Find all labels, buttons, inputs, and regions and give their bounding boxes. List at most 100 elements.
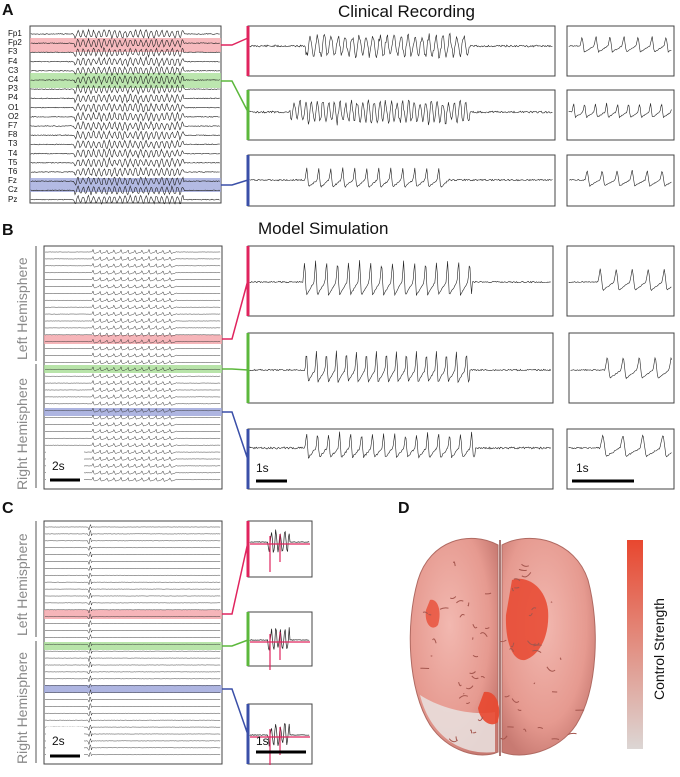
channel-label: F7 — [8, 121, 18, 130]
ctrl-trace — [44, 592, 221, 600]
panel-b-zoom-green — [247, 332, 554, 404]
ctrl-trace — [44, 619, 221, 628]
channel-label: T3 — [8, 139, 18, 149]
eeg-trace — [30, 55, 220, 68]
panel-b-highlight-blue — [44, 408, 222, 416]
brain-sulcus — [472, 731, 477, 734]
ctrl-trace — [44, 523, 221, 532]
brain-sulcus — [480, 632, 488, 638]
brain-sulcus — [511, 698, 520, 703]
connector-blue-c — [222, 688, 249, 736]
panel-b-inset-red — [566, 245, 675, 317]
ctrl-trace — [44, 683, 221, 689]
eeg-trace — [30, 148, 220, 159]
brain-sulcus — [567, 732, 577, 736]
inset-trace-red — [568, 36, 672, 54]
ctrl-trace — [44, 600, 221, 607]
panel-c-zoom-scalebar-label: 1s — [256, 734, 269, 748]
ctrl-trace — [44, 702, 221, 711]
panel-b-highlight-red — [44, 335, 222, 344]
ctrl-trace — [44, 716, 221, 724]
brain-sulcus — [470, 729, 473, 734]
sim-trace — [44, 441, 221, 448]
sim-trace — [44, 317, 221, 324]
channel-label: T5 — [8, 157, 18, 167]
brain-sulcus — [465, 685, 474, 690]
brain-occipital-pale — [420, 695, 495, 753]
eeg-trace — [30, 65, 220, 77]
brain-sulcus — [521, 572, 532, 578]
brain-sulcus — [453, 561, 456, 567]
connector-blue — [221, 179, 249, 186]
channel-label: O1 — [8, 102, 19, 112]
panel-c-label: C — [2, 500, 14, 517]
panel-b-zoom-red — [247, 245, 554, 317]
connector-red — [221, 37, 249, 46]
sim-zoom-green — [249, 350, 552, 384]
panel-a-highlight-blue — [30, 178, 221, 192]
brain-sulcus — [458, 681, 462, 687]
sim-zoom-blue — [249, 431, 552, 459]
brain-sulcus — [439, 607, 449, 610]
brain-sulcus — [472, 624, 478, 629]
sim-trace — [44, 338, 221, 344]
eeg-trace — [30, 111, 220, 123]
panel-d-label: D — [398, 500, 410, 517]
brain-illustration — [409, 537, 596, 756]
panel-a-zoom-red — [247, 25, 556, 77]
eeg-trace — [30, 166, 220, 177]
brain-hot-region-occipital — [478, 691, 500, 725]
brain-left-hemisphere — [409, 537, 499, 756]
channel-label: C4 — [8, 75, 19, 84]
sim-trace — [44, 379, 221, 386]
channel-label: Pz — [8, 194, 18, 204]
sim-inset-blue — [568, 434, 672, 458]
brain-sulcus — [422, 611, 429, 615]
panel-a-inset-red — [566, 25, 675, 77]
ctrl-trace — [44, 559, 221, 565]
eeg-trace — [30, 102, 220, 113]
eeg-trace — [30, 130, 220, 141]
panel-b-left-hemisphere-label: Left Hemisphere — [14, 257, 30, 360]
eeg-trace — [30, 75, 220, 86]
panel-c-scalebar-label: 2s — [52, 734, 65, 748]
ctrl-zoom-control — [269, 534, 281, 572]
panel-a-inset-blue — [566, 154, 675, 207]
panel-b-inset-scalebar-label: 1s — [576, 461, 589, 475]
panel-c-highlight-green — [44, 642, 222, 650]
panel-b-highlight-green — [44, 365, 222, 373]
panel-a-eeg-box — [29, 25, 222, 204]
panel-b-zoom-traces — [249, 260, 673, 459]
sim-trace — [44, 276, 221, 282]
channel-label: F8 — [8, 130, 18, 140]
panel-c-highlight-blue — [44, 685, 222, 693]
sim-trace — [44, 407, 221, 413]
eeg-trace — [30, 120, 220, 132]
brain-sulcus — [509, 648, 515, 652]
ctrl-zoom-trace — [249, 627, 310, 651]
channel-label: T4 — [8, 148, 18, 158]
ctrl-trace — [44, 537, 221, 545]
ctrl-trace — [44, 675, 221, 682]
brain-sulcus — [471, 675, 479, 680]
brain-sulcus — [533, 644, 542, 647]
colorbar — [627, 540, 643, 749]
channel-label: Fp1 — [8, 29, 22, 38]
sim-trace — [44, 303, 221, 310]
brain-sulcus — [462, 692, 465, 695]
sim-trace — [45, 310, 221, 316]
eeg-trace — [30, 47, 220, 58]
eeg-trace — [30, 138, 220, 150]
brain-sulcus — [546, 666, 556, 672]
sim-trace — [44, 358, 221, 365]
brain-sulcus — [551, 738, 560, 740]
eeg-trace — [30, 28, 220, 40]
sim-trace — [44, 393, 221, 399]
panel-c-left-hemisphere-label: Left Hemisphere — [14, 533, 30, 636]
ctrl-trace — [44, 578, 221, 586]
ctrl-trace — [44, 614, 221, 620]
zoom-trace-green — [249, 99, 553, 126]
sim-trace — [45, 435, 221, 441]
brain-sulcus — [527, 640, 536, 646]
panel-b-title: Model Simulation — [258, 219, 389, 238]
